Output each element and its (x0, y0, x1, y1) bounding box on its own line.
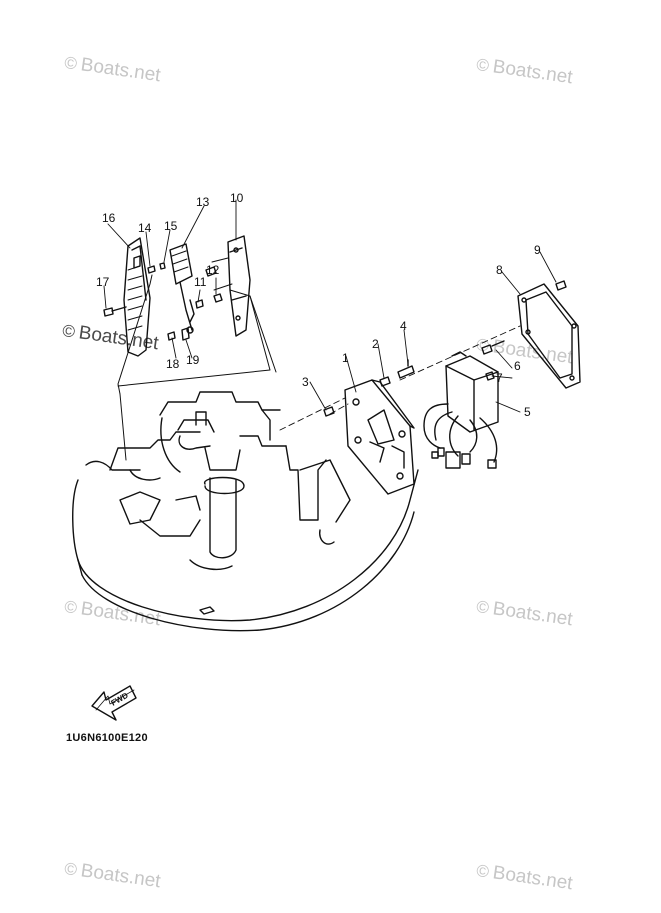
callout-16: 16 (102, 211, 116, 225)
part-1-base-plate (344, 379, 415, 495)
leader-lines (103, 199, 557, 413)
fwd-arrow-icon: FWD (91, 685, 137, 721)
callout-11: 11 (194, 275, 207, 289)
callout-18: 18 (166, 357, 180, 371)
callout-labels: 1 2 3 4 5 6 7 8 9 10 11 12 13 14 15 16 1… (96, 191, 541, 419)
callout-10: 10 (230, 191, 244, 205)
callout-13: 13 (196, 195, 210, 209)
part-16-bracket (123, 237, 151, 357)
part-5-cdi-unit (423, 351, 499, 469)
callout-9: 9 (534, 243, 541, 257)
callout-2: 2 (372, 337, 379, 351)
callout-3: 3 (302, 375, 309, 389)
callout-8: 8 (496, 263, 503, 277)
callout-5: 5 (524, 405, 531, 419)
assembly-lines (279, 325, 521, 431)
parts-2-3-4 (323, 359, 415, 417)
callout-7: 7 (496, 371, 503, 385)
callout-17: 17 (96, 275, 110, 289)
diagram-code: 1U6N6100E120 (66, 732, 148, 744)
parts-6-7 (481, 340, 505, 381)
part-9-screw (555, 280, 567, 291)
callout-12: 12 (206, 263, 220, 277)
part-13-plate (169, 243, 195, 334)
callout-4: 4 (400, 319, 407, 333)
fwd-label: FWD (110, 691, 130, 708)
small-fasteners (103, 262, 223, 341)
part-8-gasket (517, 283, 581, 389)
exploded-view-bracket (117, 274, 277, 461)
part-10-bracket (211, 235, 251, 337)
callout-19: 19 (186, 353, 200, 367)
callout-6: 6 (514, 359, 521, 373)
callout-1: 1 (342, 351, 349, 365)
callout-14: 14 (138, 221, 152, 235)
engine-cowling-outline (72, 391, 419, 632)
callout-15: 15 (164, 219, 178, 233)
